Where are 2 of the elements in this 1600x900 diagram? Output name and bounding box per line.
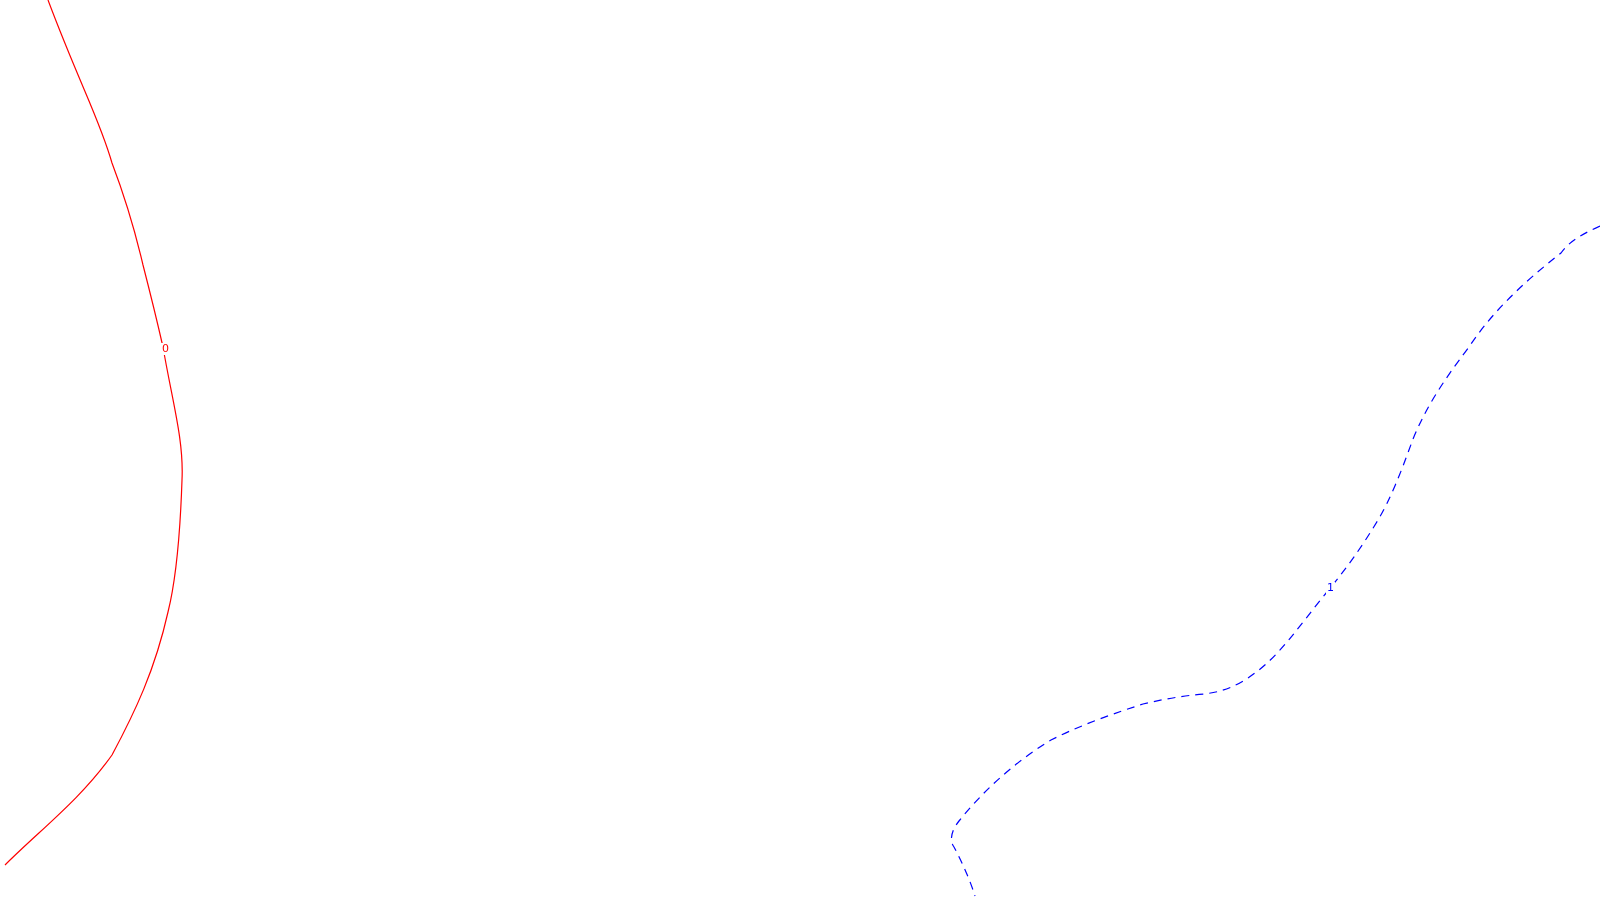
contour-value: 0: [161, 343, 170, 355]
contour-value: 1: [1326, 582, 1335, 594]
